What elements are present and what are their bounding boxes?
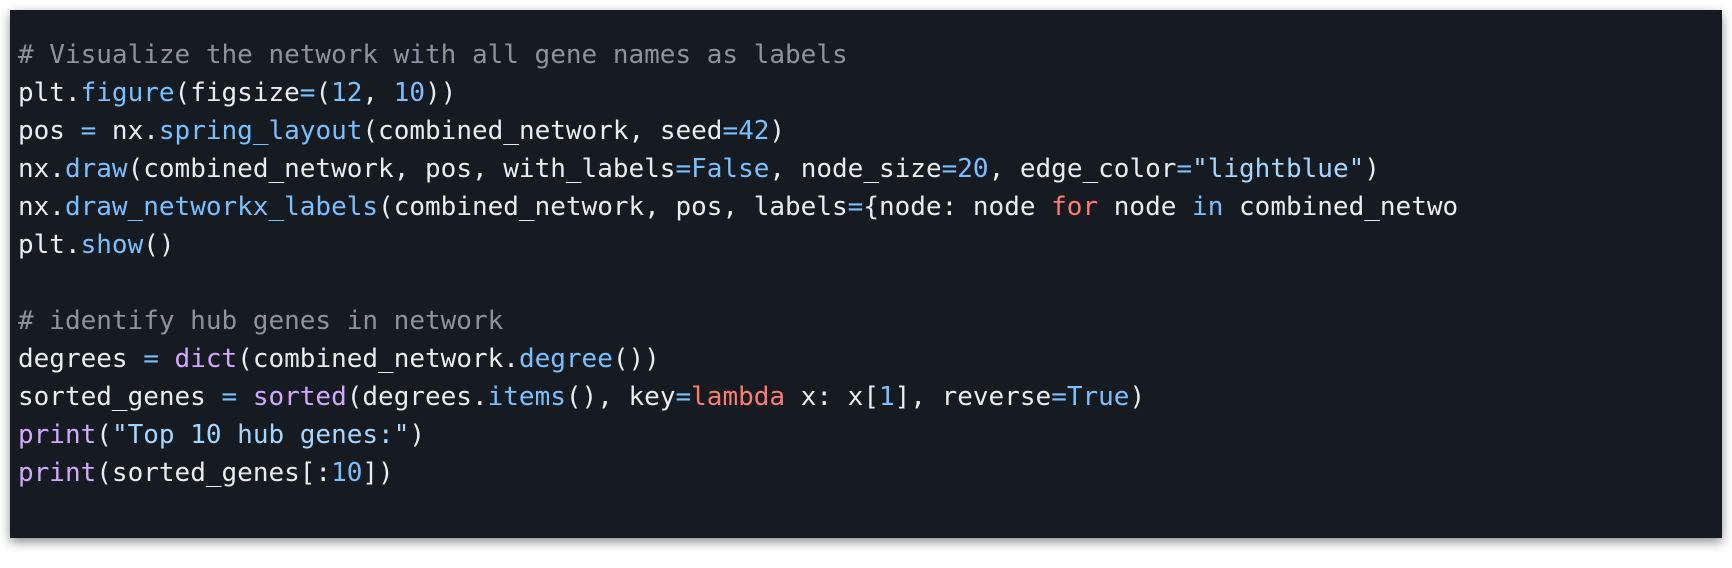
code-token: plt. bbox=[18, 78, 81, 108]
code-token: False bbox=[691, 154, 770, 184]
code-token: {node: node bbox=[863, 192, 1052, 222]
code-token: = bbox=[80, 116, 97, 146]
code-token: )) bbox=[425, 78, 457, 108]
code-token: nx. bbox=[96, 116, 159, 146]
code-token: (degrees. bbox=[346, 382, 488, 412]
code-token: in bbox=[1192, 192, 1224, 222]
code-token: = bbox=[941, 154, 958, 184]
code-token: ( bbox=[96, 420, 112, 450]
code-token: () bbox=[143, 230, 175, 260]
code-token: # identify hub genes in network bbox=[18, 306, 504, 336]
code-line[interactable]: plt.show() bbox=[18, 226, 1458, 264]
code-token: = bbox=[299, 78, 316, 108]
code-line[interactable]: pos = nx.spring_layout(combined_network,… bbox=[18, 112, 1458, 150]
code-token bbox=[237, 382, 253, 412]
code-token: (combined_network, seed bbox=[362, 116, 723, 146]
code-token: 42 bbox=[738, 116, 770, 146]
code-token: spring_layout bbox=[158, 116, 363, 146]
code-token: degrees bbox=[18, 344, 144, 374]
code-line[interactable]: sorted_genes = sorted(degrees.items(), k… bbox=[18, 378, 1458, 416]
code-token: sorted_genes bbox=[18, 382, 222, 412]
code-token: ) bbox=[1129, 382, 1146, 412]
code-token: nx. bbox=[18, 154, 65, 184]
code-token: ) bbox=[409, 420, 426, 450]
code-token: 10 bbox=[331, 458, 363, 488]
code-token: (combined_network, pos, labels bbox=[378, 192, 848, 222]
code-line[interactable]: nx.draw_networkx_labels(combined_network… bbox=[18, 188, 1458, 226]
code-token: 12 bbox=[331, 78, 363, 108]
code-token: = bbox=[143, 344, 159, 374]
code-token: ) bbox=[1364, 154, 1380, 184]
code-line[interactable] bbox=[18, 264, 1458, 302]
code-editor-panel[interactable]: # Visualize the network with all gene na… bbox=[10, 10, 1722, 538]
code-token: degree bbox=[518, 344, 613, 374]
code-token: plt. bbox=[18, 230, 81, 260]
code-token: print bbox=[18, 458, 97, 488]
code-token: pos bbox=[18, 116, 81, 146]
code-token: = bbox=[221, 382, 238, 412]
code-token: "lightblue" bbox=[1192, 154, 1365, 184]
code-token: (sorted_genes[: bbox=[96, 458, 332, 488]
code-lines: # Visualize the network with all gene na… bbox=[18, 36, 1458, 492]
code-token: 20 bbox=[957, 154, 989, 184]
code-token: (figsize bbox=[174, 78, 300, 108]
code-line[interactable]: nx.draw(combined_network, pos, with_labe… bbox=[18, 150, 1458, 188]
code-token: = bbox=[1176, 154, 1193, 184]
code-token: (), key bbox=[565, 382, 676, 412]
code-token: lambda bbox=[691, 382, 786, 412]
code-token: "Top 10 hub genes:" bbox=[111, 420, 410, 450]
code-token: draw bbox=[64, 154, 128, 184]
code-token: ( bbox=[315, 78, 332, 108]
code-token bbox=[159, 344, 175, 374]
code-line[interactable]: degrees = dict(combined_network.degree()… bbox=[18, 340, 1458, 378]
code-token: (combined_network, pos, with_labels bbox=[127, 154, 676, 184]
code-token: True bbox=[1066, 382, 1130, 412]
code-token: , node_size bbox=[769, 154, 942, 184]
code-token: , bbox=[362, 78, 394, 108]
code-token: dict bbox=[174, 344, 238, 374]
code-line[interactable]: plt.figure(figsize=(12, 10)) bbox=[18, 74, 1458, 112]
code-token: ()) bbox=[612, 344, 660, 374]
code-token: = bbox=[675, 154, 692, 184]
code-token: ) bbox=[769, 116, 786, 146]
code-token: 1 bbox=[878, 382, 895, 412]
code-token: show bbox=[80, 230, 144, 260]
code-line[interactable]: print("Top 10 hub genes:") bbox=[18, 416, 1458, 454]
code-token: print bbox=[18, 420, 97, 450]
code-token: node bbox=[1098, 192, 1193, 222]
code-line[interactable]: print(sorted_genes[:10]) bbox=[18, 454, 1458, 492]
code-token: nx. bbox=[18, 192, 65, 222]
code-token: = bbox=[722, 116, 739, 146]
code-token: for bbox=[1051, 192, 1099, 222]
code-token: = bbox=[847, 192, 864, 222]
code-token: (combined_network. bbox=[237, 344, 519, 374]
code-line[interactable]: # identify hub genes in network bbox=[18, 302, 1458, 340]
code-token: combined_netwo bbox=[1223, 192, 1459, 222]
code-line[interactable]: # Visualize the network with all gene na… bbox=[18, 36, 1458, 74]
code-token: x: x[ bbox=[785, 382, 879, 412]
code-token: # Visualize the network with all gene na… bbox=[18, 40, 848, 70]
code-token: ], reverse bbox=[894, 382, 1052, 412]
code-token: items bbox=[487, 382, 566, 412]
code-token: draw_networkx_labels bbox=[64, 192, 379, 222]
code-token: figure bbox=[80, 78, 175, 108]
code-token: = bbox=[1051, 382, 1067, 412]
code-token: = bbox=[675, 382, 692, 412]
code-token: sorted bbox=[252, 382, 347, 412]
code-token: , edge_color bbox=[988, 154, 1177, 184]
code-token: ]) bbox=[362, 458, 394, 488]
code-token: 10 bbox=[393, 78, 426, 108]
